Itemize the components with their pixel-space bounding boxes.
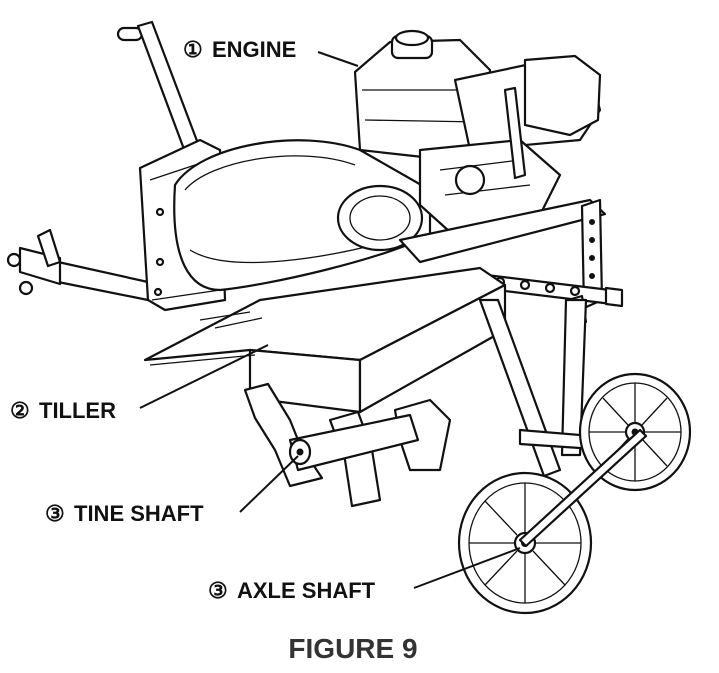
callout-engine-leader (317, 51, 359, 67)
tiller-hood (143, 266, 507, 414)
callout-tine-shaft-number: ③ (45, 501, 65, 526)
callout-axle-shaft-leader (413, 547, 521, 589)
callout-tine-shaft-label: TINE SHAFT (74, 501, 204, 526)
callout-engine-number: ① (183, 37, 203, 62)
hitch-bar (6, 228, 150, 302)
tines (243, 382, 452, 508)
figure-caption: FIGURE 9 (288, 633, 417, 664)
callout-tiller-leader (139, 344, 269, 409)
callout-axle-shaft: ③ AXLE SHAFT (208, 547, 521, 603)
callout-tine-shaft-leader (239, 455, 299, 513)
callout-tiller-number: ② (10, 398, 30, 423)
callout-tiller-label: TILLER (39, 398, 116, 423)
mount-plate (398, 198, 607, 310)
engine (353, 29, 602, 234)
callout-engine: ① ENGINE (183, 37, 359, 67)
callout-tiller: ② TILLER (10, 344, 269, 423)
callout-axle-shaft-number: ③ (208, 578, 228, 603)
belt-guard (173, 139, 432, 292)
callout-axle-shaft-label: AXLE SHAFT (237, 578, 376, 603)
callout-tine-shaft: ③ TINE SHAFT (45, 455, 299, 526)
callout-engine-label: ENGINE (212, 37, 296, 62)
axle-shaft (518, 428, 648, 548)
